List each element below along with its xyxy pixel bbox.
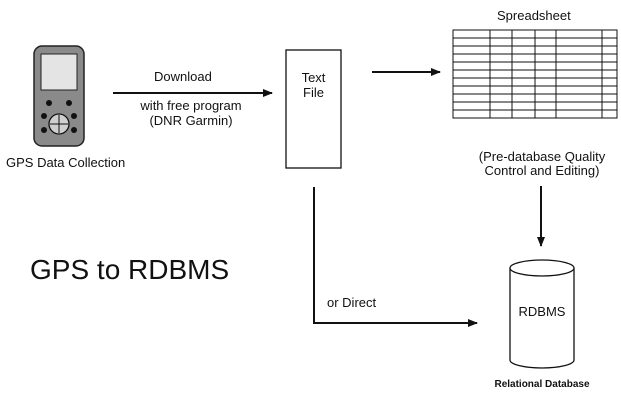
qc-label-line2: Control and Editing) [484,163,600,178]
text-file-label-line1: Text [301,70,326,85]
gps-device-icon [33,45,85,147]
gps-label: GPS Data Collection [6,155,126,170]
relational-db-label: Relational Database [494,379,590,390]
qc-label-line1: (Pre-database Quality [478,149,606,164]
direct-path-arrow [313,187,478,327]
database-cylinder-icon [509,259,575,369]
program-label-line2: (DNR Garmin) [149,113,233,128]
direct-label: or Direct [327,295,377,310]
diagram-title: GPS to RDBMS [30,254,230,285]
spreadsheet-grid-icon [452,29,618,119]
text-file-label-line2: File [303,85,324,100]
program-label-line1: with free program [140,98,242,113]
download-label: Download [154,69,212,84]
text-file-box [285,49,342,169]
rdbms-label: RDBMS [518,304,566,319]
spreadsheet-label: Spreadsheet [497,8,571,23]
